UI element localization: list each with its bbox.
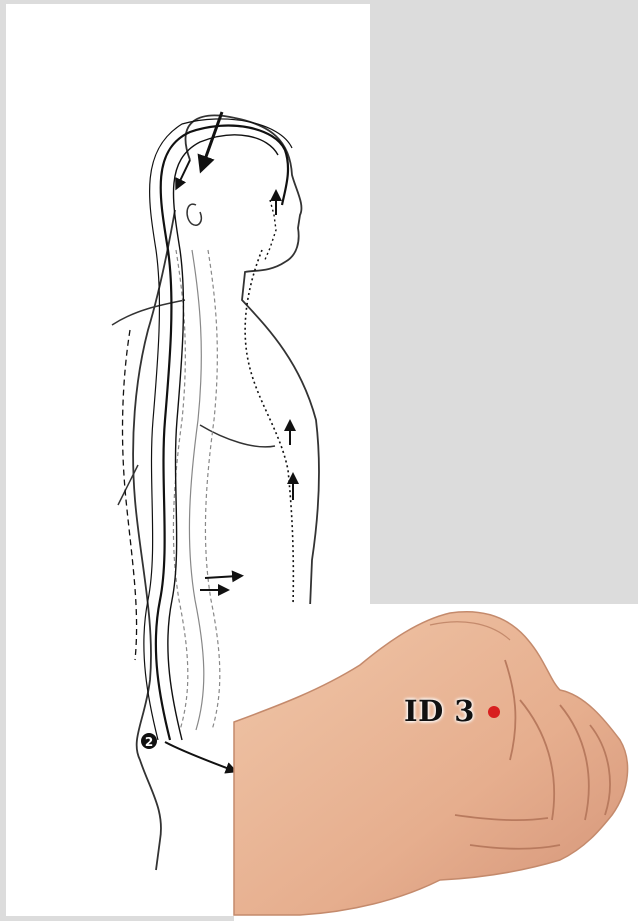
fist-shape (234, 612, 628, 915)
acupoint-marker (488, 706, 500, 718)
point-label: ID 3 (404, 694, 475, 728)
